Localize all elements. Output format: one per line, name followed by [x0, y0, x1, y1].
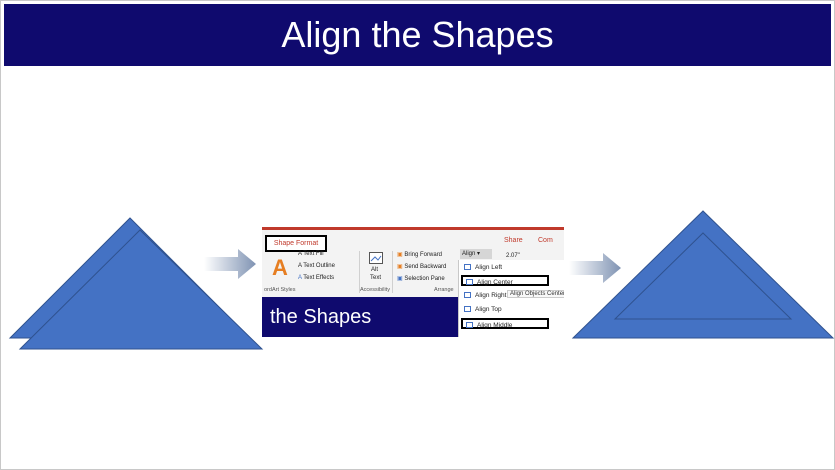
text-fill-button[interactable]: A Text Fill	[298, 251, 324, 257]
wordart-styles-label: ordArt Styles	[264, 287, 296, 293]
align-middle-icon	[466, 322, 473, 328]
align-left-item[interactable]: Align Left	[461, 262, 549, 273]
misaligned-triangles	[8, 217, 264, 350]
alt-text-line1[interactable]: Alt	[371, 267, 379, 273]
separator	[359, 251, 360, 293]
align-menu: Align Left Align Center Align Right Alig…	[458, 260, 564, 337]
slide-title-preview-text: the Shapes	[270, 306, 372, 328]
align-center-item[interactable]: Align Center	[461, 275, 549, 286]
align-dropdown-button[interactable]: Align ▾	[460, 249, 492, 259]
wordart-a-icon[interactable]: A	[272, 255, 288, 280]
align-center-tooltip: Align Objects Center	[507, 290, 564, 298]
align-middle-item[interactable]: Align Middle	[461, 318, 549, 329]
send-backward-button[interactable]: ▣ Send Backward	[397, 264, 447, 270]
inner-triangle	[613, 232, 793, 320]
title-bar: Align the Shapes	[4, 4, 831, 66]
front-triangle	[18, 229, 264, 350]
slide-title: Align the Shapes	[281, 14, 554, 55]
alt-text-icon[interactable]	[369, 252, 383, 264]
comments-button[interactable]: Com	[538, 237, 553, 244]
arrow-right-icon	[569, 253, 621, 283]
align-top-item[interactable]: Align Top	[461, 304, 549, 315]
outer-triangle	[571, 210, 835, 339]
arrow-right-icon	[204, 249, 256, 279]
align-right-icon	[464, 292, 471, 298]
tab-strip: Shape Format Share Com	[262, 230, 564, 252]
ribbon-screenshot: Shape Format Share Com A A Text Fill A T…	[262, 227, 564, 337]
align-center-icon	[466, 279, 473, 285]
bring-forward-button[interactable]: ▣ Bring Forward	[397, 252, 443, 258]
selection-pane-button[interactable]: ▣ Selection Pane	[397, 276, 445, 282]
accessibility-label: Accessibility	[360, 287, 390, 293]
align-left-icon	[464, 264, 471, 270]
align-right-item[interactable]: Align Right	[461, 290, 549, 301]
text-outline-button[interactable]: A Text Outline	[298, 263, 335, 269]
slide-title-preview: the Shapes	[262, 297, 458, 337]
height-field[interactable]: 2.07"	[506, 253, 520, 259]
alt-text-line2[interactable]: Text	[370, 275, 382, 281]
ribbon-accent-line	[262, 227, 564, 230]
share-button[interactable]: Share	[504, 237, 523, 244]
align-top-icon	[464, 306, 471, 312]
text-effects-button[interactable]: A Text Effects	[298, 275, 335, 281]
separator	[392, 251, 393, 293]
aligned-triangles	[571, 210, 835, 339]
arrange-label: Arrange	[434, 287, 454, 293]
tab-shape-format[interactable]: Shape Format	[265, 235, 327, 252]
